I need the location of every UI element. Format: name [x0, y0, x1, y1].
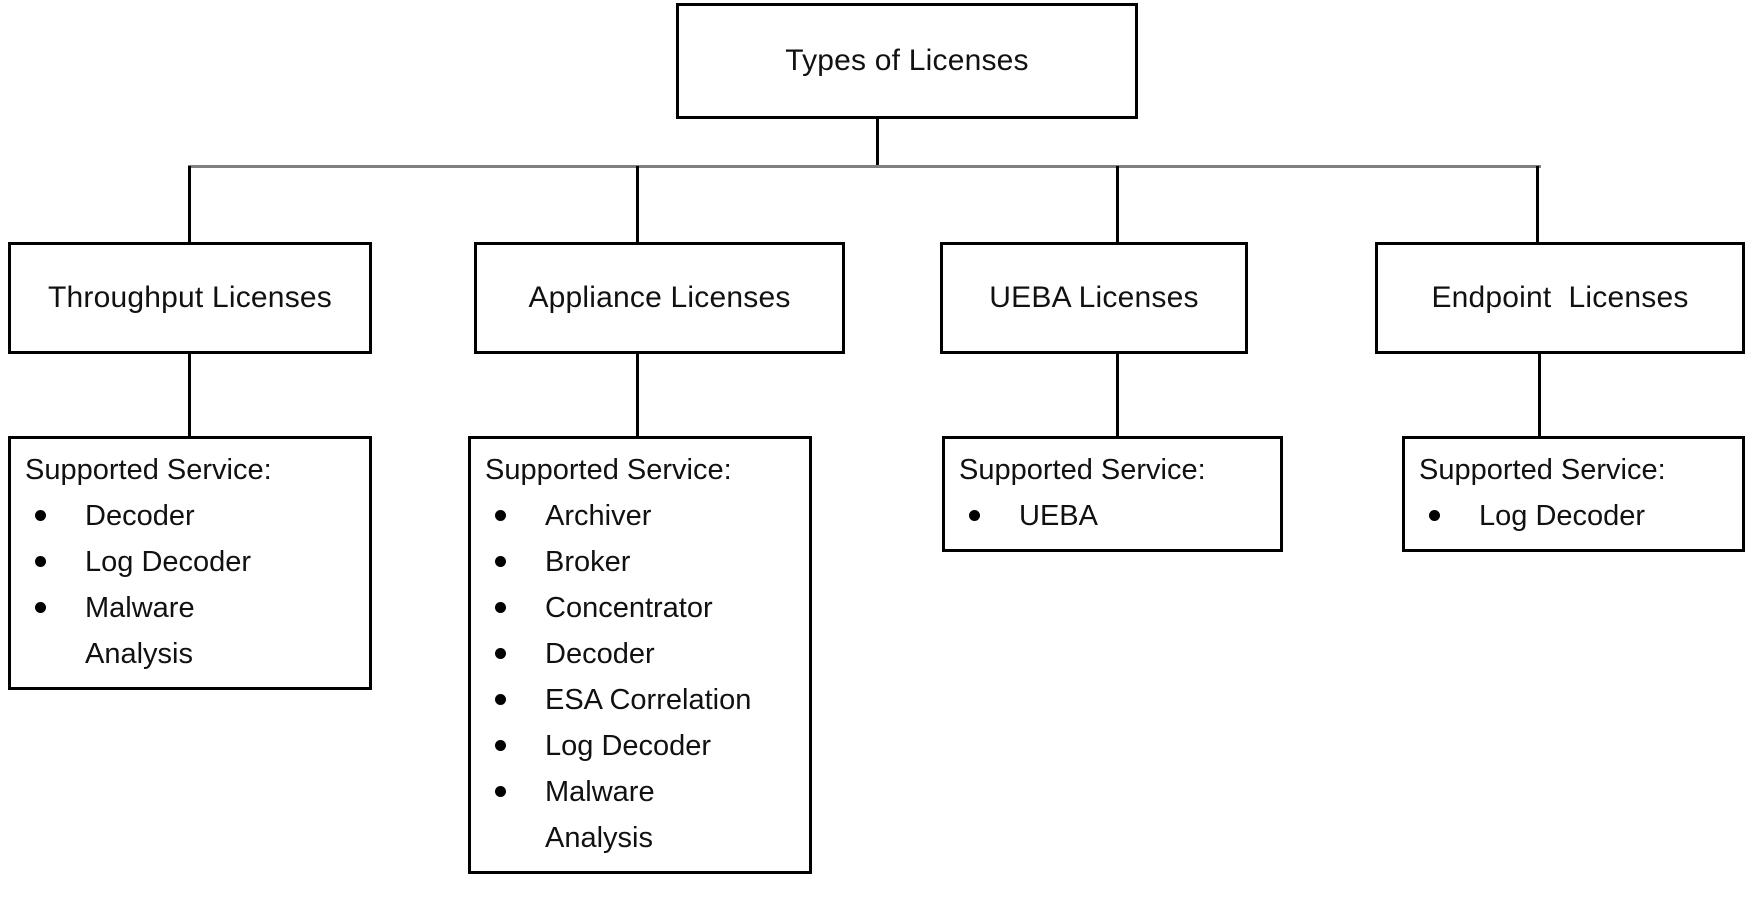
supported-services-list: UEBA — [945, 493, 1274, 539]
ueba-licenses-box: UEBA Licenses — [940, 242, 1248, 354]
bullet-icon — [35, 602, 46, 613]
bullet-icon — [495, 740, 506, 751]
endpoint-supported-services-box: Supported Service: Log Decoder — [1402, 436, 1745, 552]
throughput-licenses-box: Throughput Licenses — [8, 242, 372, 354]
endpoint-licenses-label: Endpoint Licenses — [1431, 281, 1689, 314]
bullet-icon — [35, 510, 46, 521]
service-list-item: Archiver — [471, 493, 803, 539]
service-list-item: UEBA — [945, 493, 1274, 539]
bullet-icon — [495, 694, 506, 705]
service-name: Log Decoder — [545, 730, 712, 762]
service-list-item: Log Decoder — [11, 539, 363, 585]
supported-service-header: Supported Service: — [959, 454, 1206, 486]
service-name: ESA Correlation — [545, 684, 752, 716]
service-name: Archiver — [545, 500, 652, 532]
endpoint-licenses-box: Endpoint Licenses — [1375, 242, 1745, 354]
bullet-icon — [35, 556, 46, 567]
service-list-item: Concentrator — [471, 585, 803, 631]
connector-appliance-services — [636, 354, 639, 436]
types-of-licenses-box: Types of Licenses — [676, 3, 1138, 119]
bullet-icon — [495, 556, 506, 567]
service-name: Malware Analysis — [85, 592, 195, 670]
service-name: Concentrator — [545, 592, 713, 624]
bullet-icon — [1429, 510, 1440, 521]
connector-drop-throughput — [188, 166, 191, 242]
service-list-item: Decoder — [11, 493, 363, 539]
bullet-icon — [969, 510, 980, 521]
supported-service-header: Supported Service: — [485, 454, 732, 486]
supported-services-list: Log Decoder — [1405, 493, 1736, 539]
bullet-icon — [495, 786, 506, 797]
connector-drop-endpoint — [1536, 166, 1539, 242]
service-name: UEBA — [1019, 500, 1098, 532]
connector-drop-appliance — [636, 166, 639, 242]
supported-service-header: Supported Service: — [1419, 454, 1666, 486]
bullet-icon — [495, 510, 506, 521]
connector-horizontal-bar — [188, 165, 1541, 168]
service-name: Decoder — [85, 500, 195, 532]
service-list-item: Decoder — [471, 631, 803, 677]
service-list-item: Log Decoder — [471, 723, 803, 769]
appliance-licenses-box: Appliance Licenses — [474, 242, 845, 354]
service-name: Broker — [545, 546, 631, 578]
service-list-item: Malware Analysis — [471, 769, 803, 861]
root-box-label: Types of Licenses — [785, 44, 1029, 77]
bullet-icon — [495, 602, 506, 613]
service-list-item: Log Decoder — [1405, 493, 1736, 539]
connector-ueba-services — [1116, 354, 1119, 436]
service-name: Log Decoder — [1479, 500, 1646, 532]
service-list-item: Malware Analysis — [11, 585, 363, 677]
service-name: Malware Analysis — [545, 776, 655, 854]
ueba-supported-services-box: Supported Service: UEBA — [942, 436, 1283, 552]
connector-root-stem — [876, 119, 879, 166]
service-list-item: Broker — [471, 539, 803, 585]
ueba-licenses-label: UEBA Licenses — [989, 281, 1199, 314]
connector-endpoint-services — [1538, 354, 1541, 436]
service-list-item: ESA Correlation — [471, 677, 803, 723]
throughput-licenses-label: Throughput Licenses — [48, 281, 332, 314]
connector-throughput-services — [188, 354, 191, 436]
appliance-licenses-label: Appliance Licenses — [528, 281, 791, 314]
connector-drop-ueba — [1116, 166, 1119, 242]
supported-service-header: Supported Service: — [25, 454, 272, 486]
service-name: Log Decoder — [85, 546, 252, 578]
service-name: Decoder — [545, 638, 655, 670]
bullet-icon — [495, 648, 506, 659]
